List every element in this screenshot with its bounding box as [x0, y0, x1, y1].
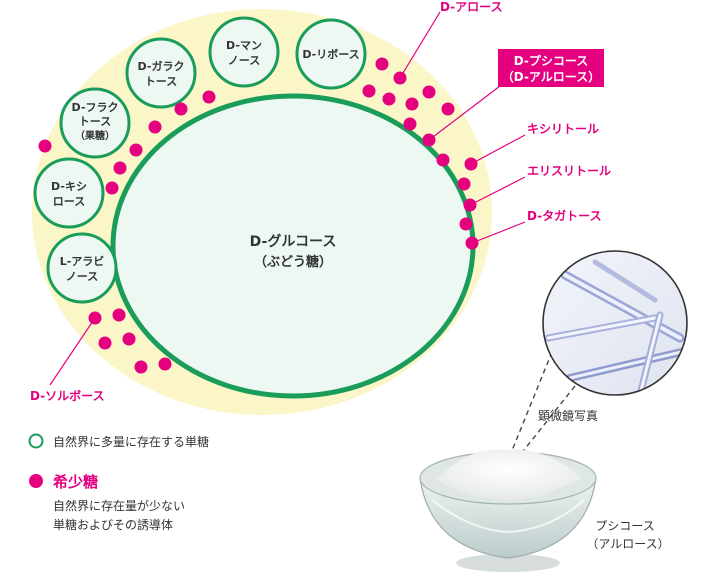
- product-name-2: （アルロース）: [586, 537, 669, 551]
- xylose-label-1: D-キシ: [51, 180, 87, 193]
- leader-line-tagatose: [471, 221, 526, 244]
- leader-line-psicose: [428, 85, 501, 141]
- glucose-name: D-グルコース: [250, 233, 337, 250]
- fructose-label-2: トース: [79, 115, 111, 128]
- leader-line-xylitol: [470, 134, 526, 165]
- rare-sugar-dot: [422, 85, 436, 99]
- sugar-circle-fructose: D-フラク トース （果糖）: [59, 87, 131, 159]
- bowl-photo: [419, 449, 597, 572]
- leader-line-sorbose: [49, 317, 96, 386]
- rare-sugar-dot: [441, 102, 455, 116]
- rare-sugar-dot: [436, 153, 450, 167]
- legend-rare-desc-2: 単糖およびその誘導体: [53, 517, 173, 532]
- leader-line-allose: [399, 11, 441, 79]
- rare-sugar-dot: [105, 181, 119, 195]
- sugar-circle-xylose: D-キシ ロース: [33, 157, 105, 229]
- galactose-label-1: D-ガラク: [138, 59, 185, 73]
- rare-sugar-dot: [129, 143, 143, 157]
- leader-line-erythritol: [469, 176, 526, 206]
- mannose-label-1: D-マン: [226, 39, 262, 52]
- rare-sugar-dot: [113, 161, 127, 175]
- label-erythritol: エリスリトール: [527, 164, 611, 178]
- rare-sugar-dot: [38, 139, 52, 153]
- label-allose: D-アロース: [440, 0, 503, 14]
- label-xylitol: キシリトール: [527, 122, 599, 136]
- legend-rare-desc-1: 自然界に存在量が少ない: [53, 498, 185, 513]
- rare-sugar-dot: [405, 97, 419, 111]
- rare-sugar-dot: [202, 90, 216, 104]
- rare-sugar-dot: [148, 120, 162, 134]
- fructose-label-3: （果糖）: [75, 129, 115, 142]
- arabinose-label-2: ノース: [66, 270, 98, 283]
- sugar-circle-galactose: D-ガラク トース: [125, 37, 197, 109]
- rare-sugar-dot: [158, 357, 172, 371]
- sugar-circle-arabinose: L-アラビ ノース: [46, 232, 118, 304]
- rare-sugar-dots: [38, 57, 479, 374]
- sugar-circle-mannose: D-マン ノース: [208, 16, 280, 88]
- sugar-circle-ribose: D-リボース: [295, 18, 367, 90]
- arabinose-label-1: L-アラビ: [60, 254, 105, 268]
- rare-sugar-dot: [375, 57, 389, 71]
- product-name-1: プシコース: [595, 519, 654, 533]
- zoom-line-left: [506, 351, 553, 464]
- microscope-caption: 顕微鏡写真: [538, 408, 598, 423]
- rare-sugar-dot: [403, 117, 417, 131]
- rare-sugar-dot: [122, 332, 136, 346]
- ribose-label-1: D-リボース: [302, 47, 359, 61]
- label-psicose-line1: D-プシコース: [514, 53, 589, 68]
- rare-sugar-dot: [98, 336, 112, 350]
- label-psicose-box: [498, 49, 604, 87]
- legend-common-icon: [28, 433, 44, 449]
- rare-sugar-dot: [382, 92, 396, 106]
- galactose-label-2: トース: [145, 75, 177, 88]
- rare-sugar-dot: [459, 217, 473, 231]
- legend-rare-title: 希少糖: [53, 473, 98, 491]
- leader-lines: [49, 11, 526, 386]
- label-tagatose: D-タガトース: [527, 208, 602, 223]
- label-sorbose: D-ソルボース: [30, 388, 105, 403]
- rare-sugar-dot: [174, 102, 188, 116]
- legend-common-label: 自然界に多量に存在する単糖: [53, 434, 209, 449]
- label-psicose-line2: （D-アルロース）: [502, 69, 600, 84]
- glucose-alias: （ぶどう糖）: [254, 254, 332, 270]
- microscope-photo: [506, 250, 688, 466]
- fructose-label-1: D-フラク: [72, 101, 119, 114]
- rare-sugar-dot: [112, 308, 126, 322]
- mannose-label-2: ノース: [228, 54, 260, 67]
- rare-sugar-dot: [457, 177, 471, 191]
- xylose-label-2: ロース: [53, 195, 85, 208]
- rare-sugar-dot: [134, 360, 148, 374]
- legend-rare-icon: [29, 474, 43, 488]
- rare-sugar-dot: [362, 84, 376, 98]
